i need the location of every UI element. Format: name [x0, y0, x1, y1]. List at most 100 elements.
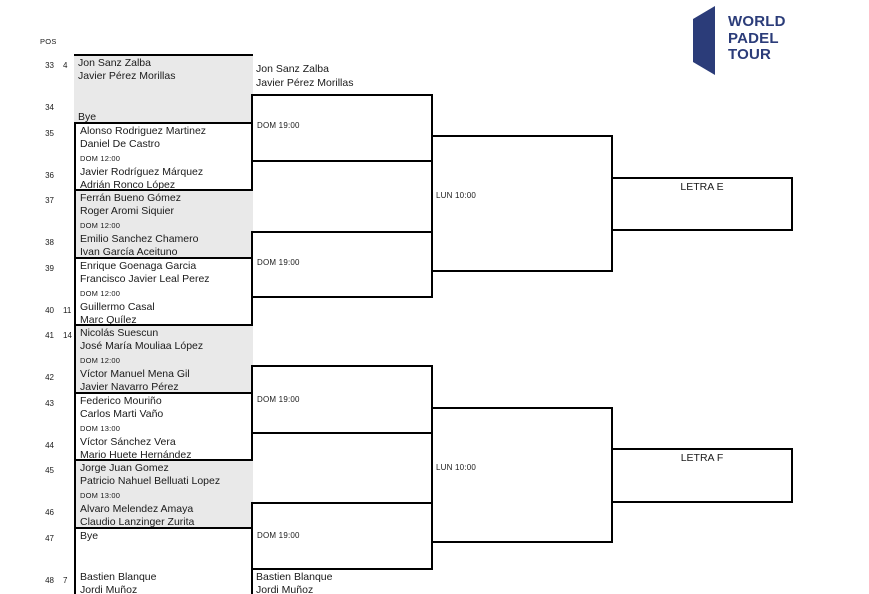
team-name: Alonso Rodriguez Martinez — [80, 125, 207, 137]
position-entry: 48 7 — [30, 576, 72, 585]
team-name: Daniel De Castro — [80, 138, 160, 150]
position-number: 36 — [45, 171, 54, 180]
team-name: Mario Huete Hernández — [80, 449, 192, 461]
position-entry: 45 — [30, 466, 72, 475]
pos-column-header: POS — [40, 37, 57, 46]
position-number: 42 — [45, 373, 54, 382]
match-time: DOM 19:00 — [257, 531, 300, 540]
wpt-door-icon — [693, 6, 715, 75]
wpt-word-world: WORLD — [728, 13, 786, 30]
team-name: Adrián Ronco López — [80, 179, 176, 191]
seed-number: 7 — [63, 576, 68, 585]
position-number: 35 — [45, 129, 54, 138]
match-time: LUN 10:00 — [436, 463, 477, 472]
match-time: DOM 13:00 — [80, 491, 121, 500]
team-name: Ferrán Bueno Gómez — [80, 192, 181, 204]
wpt-word-tour: TOUR — [728, 46, 772, 63]
match-time: DOM 12:00 — [80, 356, 121, 365]
position-entry: 41 14 — [30, 331, 72, 340]
position-entry: 34 — [30, 103, 72, 112]
position-entry: 44 — [30, 441, 72, 450]
team-name: Enrique Goenaga Garcia — [80, 260, 197, 272]
position-number: 34 — [45, 103, 54, 112]
r1-match-slot-43-44: Federico Mouriño Carlos Marti Vaño DOM 1… — [74, 392, 253, 461]
position-entry: 33 4 — [30, 61, 72, 70]
team-name: Javier Pérez Morillas — [78, 70, 176, 82]
team-name: Víctor Sánchez Vera — [80, 436, 176, 448]
wpt-wordmark: WORLD PADEL TOUR — [728, 13, 786, 64]
position-number: 39 — [45, 264, 54, 273]
match-time: DOM 19:00 — [257, 121, 300, 130]
position-entry: 43 — [30, 399, 72, 408]
team-name: Bye — [78, 111, 97, 123]
r2-match-box — [251, 365, 433, 434]
match-time: DOM 13:00 — [80, 424, 121, 433]
position-entry: 42 — [30, 373, 72, 382]
team-name: Nicolás Suescun — [80, 327, 159, 339]
seed-number: 14 — [63, 331, 72, 340]
match-time: DOM 19:00 — [257, 395, 300, 404]
position-number: 40 — [45, 306, 54, 315]
position-number: 33 — [45, 61, 54, 70]
r2-advancer-name: Javier Pérez Morillas — [256, 77, 354, 89]
position-entry: 47 — [30, 534, 72, 543]
seed-number: 11 — [63, 306, 72, 315]
team-name: Roger Aromi Siquier — [80, 205, 174, 217]
r1-match-slot-35-36: Alonso Rodriguez Martinez Daniel De Cast… — [74, 122, 253, 191]
team-name: Jordi Muñoz — [80, 584, 138, 594]
position-number: 44 — [45, 441, 54, 450]
position-entry: 46 — [30, 508, 72, 517]
position-entry: 36 — [30, 171, 72, 180]
team-name: Javier Rodríguez Márquez — [80, 166, 204, 178]
team-name: Javier Navarro Pérez — [80, 381, 179, 393]
team-name: Bye — [80, 530, 99, 542]
position-number: 41 — [45, 331, 54, 340]
r2-advancer-name: Jordi Muñoz — [256, 584, 314, 594]
r1-match-slot-33-34: Jon Sanz Zalba Javier Pérez Morillas Bye — [74, 54, 253, 123]
final-box-letra-f: LETRA F — [611, 448, 793, 503]
team-name: Patricio Nahuel Belluati Lopez — [80, 475, 221, 487]
match-time: DOM 19:00 — [257, 258, 300, 267]
r3-match-box — [431, 407, 613, 543]
match-time: DOM 12:00 — [80, 221, 121, 230]
team-name: Jon Sanz Zalba — [78, 57, 151, 69]
seed-number: 4 — [63, 61, 68, 70]
r1-match-slot-45-46: Jorge Juan Gomez Patricio Nahuel Belluat… — [74, 459, 253, 528]
team-name: Marc Quílez — [80, 314, 137, 326]
position-number: 37 — [45, 196, 54, 205]
position-number: 48 — [45, 576, 54, 585]
r1-match-slot-41-42: Nicolás Suescun José María Mouliaa López… — [74, 324, 253, 393]
team-name: José María Mouliaa López — [80, 340, 204, 352]
team-name: Carlos Marti Vaño — [80, 408, 164, 420]
world-padel-tour-logo: WORLD PADEL TOUR — [686, 2, 816, 82]
position-number: 45 — [45, 466, 54, 475]
position-number: 46 — [45, 508, 54, 517]
match-time: DOM 12:00 — [80, 154, 121, 163]
final-label: LETRA F — [680, 452, 724, 464]
r2-match-box — [251, 94, 433, 162]
r2-advancer-name: Jon Sanz Zalba — [256, 63, 329, 75]
team-name: Claudio Lanzinger Zurita — [80, 516, 195, 528]
team-name: Alvaro Melendez Amaya — [80, 503, 194, 515]
team-name: Emilio Sanchez Chamero — [80, 233, 199, 245]
position-number: 47 — [45, 534, 54, 543]
wpt-word-padel: PADEL — [728, 29, 779, 47]
position-entry: 39 — [30, 264, 72, 273]
final-box-letra-e: LETRA E — [611, 177, 793, 231]
position-entry: 37 — [30, 196, 72, 205]
team-name: Guillermo Casal — [80, 301, 155, 313]
position-entry: 40 11 — [30, 306, 72, 315]
match-time: DOM 12:00 — [80, 289, 121, 298]
r3-match-box — [431, 135, 613, 272]
final-label: LETRA E — [680, 181, 724, 193]
team-name: Federico Mouriño — [80, 395, 162, 407]
team-name: Francisco Javier Leal Perez — [80, 273, 210, 285]
r1-match-slot-37-38: Ferrán Bueno Gómez Roger Aromi Siquier D… — [74, 189, 253, 258]
team-name: Bastien Blanque — [80, 571, 157, 583]
match-time: LUN 10:00 — [436, 191, 477, 200]
team-name: Ivan García Aceituno — [80, 246, 178, 258]
position-entry: 38 — [30, 238, 72, 247]
r2-advancer-name: Bastien Blanque — [256, 571, 333, 583]
position-entry: 35 — [30, 129, 72, 138]
